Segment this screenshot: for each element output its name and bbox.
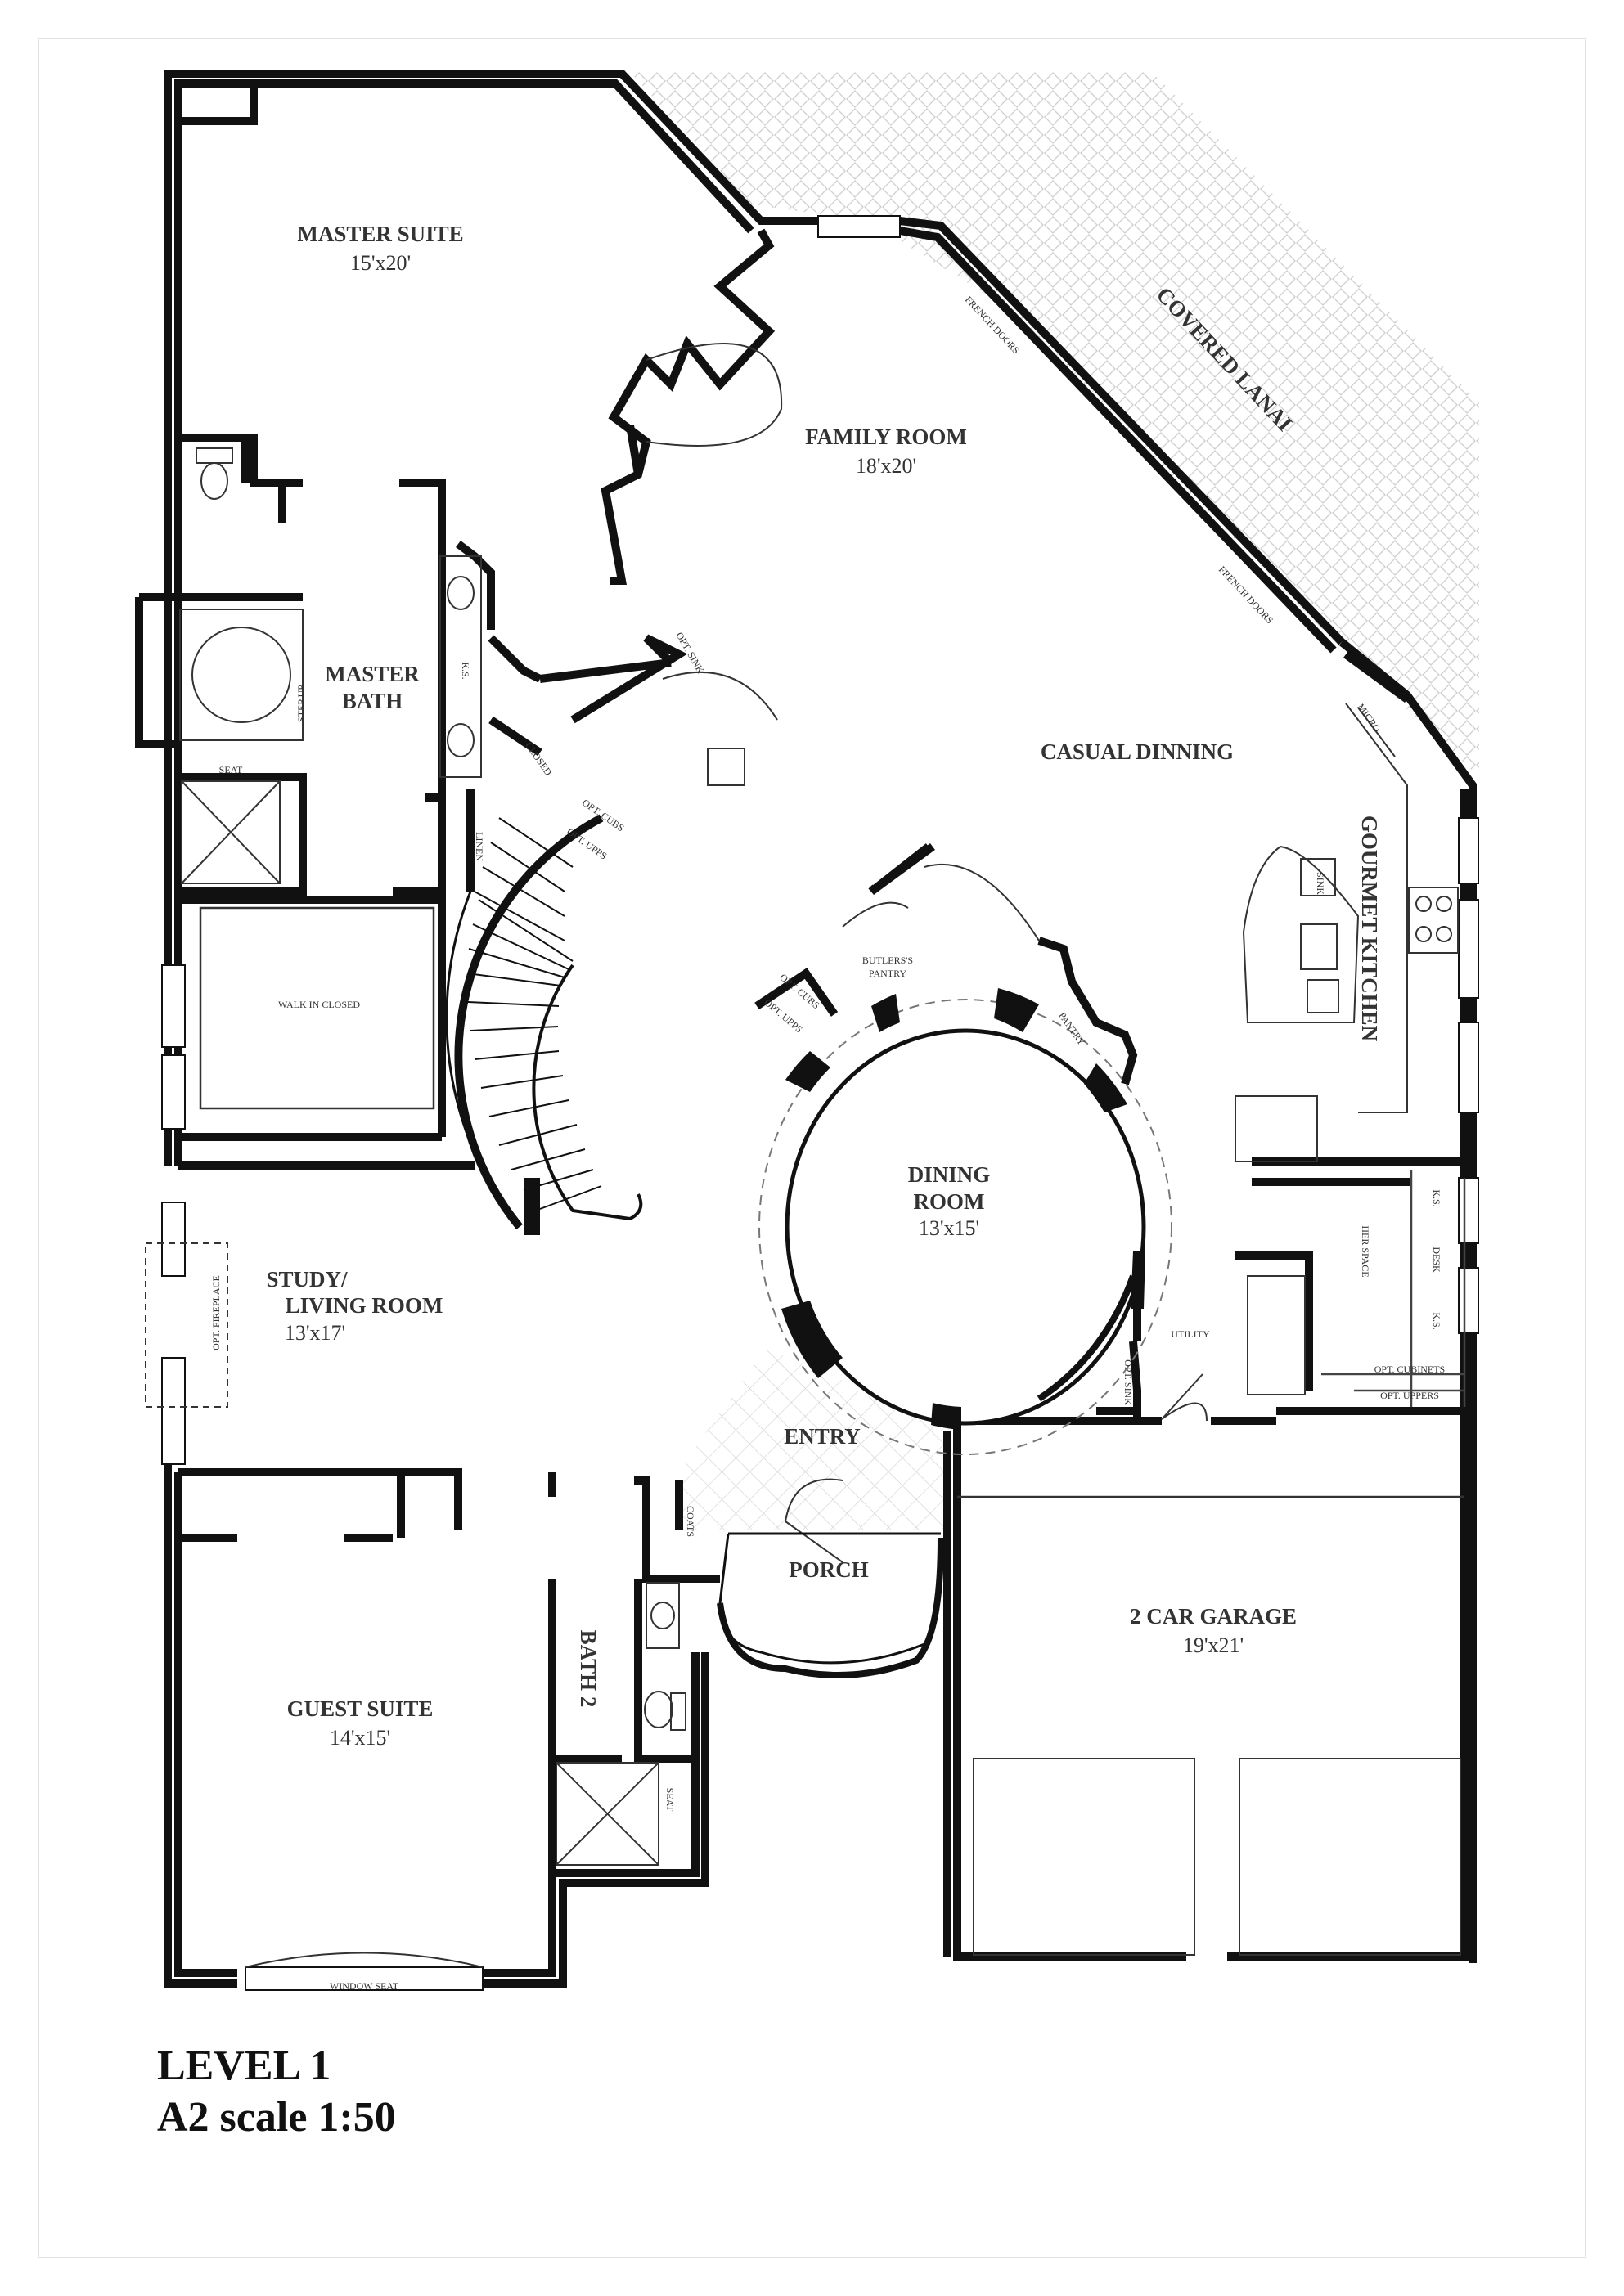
garage-size: 19'x21' [1183, 1633, 1244, 1657]
seat-label-bath2: SEAT [664, 1788, 676, 1812]
guest-suite-size: 14'x15' [330, 1726, 390, 1750]
bath-2-label: BATH 2 [576, 1630, 601, 1708]
entry-tile-hatch [677, 1350, 949, 1530]
opt-fireplace-label: OPT. FIREPLACE [210, 1275, 222, 1350]
her-space-label: HER SPACE [1360, 1225, 1371, 1277]
door-swings [646, 343, 1208, 1563]
ks-label-master: K.S. [460, 662, 471, 679]
utility-label: UTILITY [1171, 1328, 1210, 1340]
entry-label: ENTRY [784, 1424, 861, 1449]
butlers-pantry-label-2: PANTRY [869, 968, 907, 979]
curved-staircase [445, 814, 643, 1235]
walk-in-closed-label: WALK IN CLOSED [278, 999, 360, 1010]
ks-label-kitchen-2: K.S. [1431, 1312, 1442, 1329]
dining-room-size: 13'x15' [919, 1216, 979, 1240]
ks-label-kitchen-1: K.S. [1431, 1189, 1442, 1206]
linen-label: LINEN [474, 832, 485, 861]
exterior-walls [164, 70, 1477, 1988]
window-seat-bay [245, 1952, 484, 1968]
sheet-border [38, 38, 1586, 2258]
guest-suite-label: GUEST SUITE [287, 1696, 434, 1721]
dining-rotunda [758, 988, 1172, 1455]
covered-lanai-hatch [630, 72, 1479, 777]
window-seat-label: WINDOW SEAT [330, 1980, 399, 1992]
level-title: LEVEL 1 [157, 2042, 331, 2089]
family-room-size: 18'x20' [856, 454, 916, 478]
master-bath-label-1: MASTER [325, 662, 420, 686]
master-bath-label-2: BATH [342, 689, 403, 713]
porch-label: PORCH [789, 1557, 869, 1582]
study-label-2: LIVING ROOM [286, 1293, 443, 1318]
fixtures [145, 447, 1464, 1956]
master-suite-label: MASTER SUITE [297, 222, 463, 246]
opt-cubinets-label: OPT. CUBINETS [1374, 1364, 1445, 1375]
study-size: 13'x17' [285, 1321, 345, 1345]
pantry-label: PANTRY [1056, 1010, 1087, 1048]
casual-dinning-label: CASUAL DINNING [1041, 739, 1234, 764]
interior-walls [135, 83, 1464, 1883]
coats-label: COATS [685, 1506, 696, 1537]
master-suite-size: 15'x20' [350, 251, 411, 275]
micro-label: MICRO [1355, 702, 1383, 735]
opt-uppers-label: OPT. UPPERS [1380, 1390, 1439, 1401]
seat-label-master: SEAT [219, 764, 243, 775]
desk-label: DESK [1431, 1247, 1442, 1273]
dining-room-label-1: DINING [908, 1162, 991, 1187]
french-doors-label-bottom: FRENCH DOORS [1217, 564, 1275, 626]
dining-room-label-2: ROOM [914, 1189, 985, 1214]
closed-label: CLOSED [523, 740, 554, 779]
gourmet-kitchen-label: GOURMET KITCHEN [1357, 816, 1382, 1042]
opt-sink-label-utility: OPT. SINK [1122, 1359, 1134, 1405]
scale-title: A2 scale 1:50 [157, 2094, 396, 2141]
porch-outline [717, 1532, 944, 1678]
opt-upps-label-stair: OPT. UPPS [565, 826, 609, 862]
sink-label-kitchen: SINK [1315, 872, 1326, 895]
step-up-label: STEP UP [295, 685, 307, 722]
opt-upps-label-pantry: OPT. UPPS [762, 996, 804, 1035]
garage-label: 2 CAR GARAGE [1130, 1604, 1297, 1629]
window-openings [161, 215, 1479, 1991]
family-room-label: FAMILY ROOM [805, 425, 967, 449]
study-label-1: STUDY/ [266, 1267, 348, 1292]
butlers-pantry-label-1: BUTLERS'S [862, 955, 913, 966]
